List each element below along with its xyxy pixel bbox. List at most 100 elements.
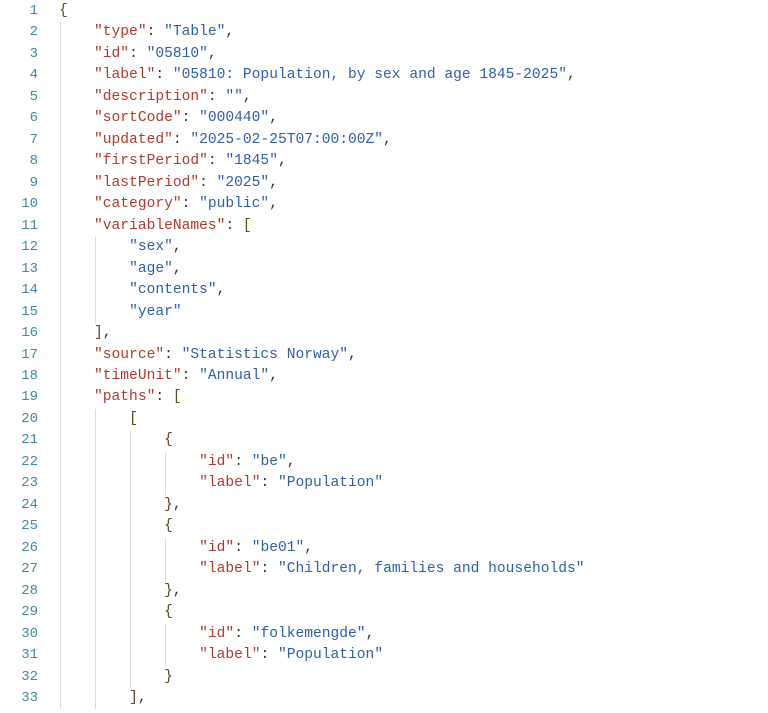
code-line[interactable]: 17"source": "Statistics Norway", [0,344,768,366]
code-line[interactable]: 14"contents", [0,280,768,302]
json-punctuation: : [129,45,147,62]
json-string-value: "be" [251,453,287,470]
indent-guide [60,494,61,517]
json-string-value: "Statistics Norway" [181,346,349,363]
json-punctuation: : [172,131,191,148]
indent-guide [60,43,61,66]
json-punctuation: , [269,196,278,213]
json-string-value: "Population" [277,647,384,664]
code-line[interactable]: 10"category": "public", [0,194,768,216]
code-line[interactable]: 16], [0,323,768,345]
json-punctuation: , [269,174,278,191]
json-key: "firstPeriod" [94,153,208,170]
json-key: "label" [94,67,156,84]
json-punctuation: , [365,625,375,642]
code-line[interactable]: 2"type": "Table", [0,22,768,44]
code-line[interactable]: 8"firstPeriod": "1845", [0,151,768,173]
code-line[interactable]: 22"id": "be", [0,451,768,474]
json-string-value: "contents" [129,282,217,299]
indent-guide [60,237,61,259]
indent-guide [60,645,61,667]
code-line[interactable]: 24}, [0,494,768,517]
json-string-value: "2025-02-25T07:00:00Z" [190,131,384,148]
json-key: "source" [94,346,165,363]
line-number: 32 [21,668,38,685]
code-line[interactable]: 3"id": "05810", [0,43,768,66]
code-line[interactable]: 20 [ [0,408,768,431]
json-string-value: "05810: Population, by sex and age 1845-… [172,67,567,84]
indent-guide [165,537,167,560]
json-key: "id" [199,625,235,642]
indent-guide [130,645,132,667]
code-content: } [164,667,173,688]
indent-guide [60,65,61,87]
indent-guide [60,602,61,624]
line-number: 20 [21,410,38,427]
indent-guide [60,451,61,474]
json-string-value: "Table" [164,24,226,41]
code-content: "id": "be", [199,452,295,473]
code-line[interactable]: 28}, [0,580,768,603]
code-line[interactable]: 29{ [0,602,768,624]
code-line[interactable]: 25{ [0,516,768,538]
indent-guide [60,688,61,710]
json-string-value: "" [225,88,243,105]
code-line[interactable]: 5"description": "", [0,86,768,109]
code-line[interactable]: 15"year" [0,301,768,324]
code-line[interactable]: 31"label": "Population" [0,645,768,667]
indent-guide [95,580,97,603]
code-line[interactable]: 13"age", [0,258,768,281]
code-content: "variableNames": [ [94,216,252,237]
code-line[interactable]: 18"timeUnit": "Annual", [0,365,768,388]
code-line[interactable]: 30"id": "folkemengde", [0,623,768,646]
json-key: "paths" [94,389,156,406]
code-line[interactable]: 1{ [0,1,768,22]
json-punctuation: : [260,647,278,664]
json-punctuation: , [172,496,182,513]
code-content: { [164,430,173,451]
json-bracket: [ [242,217,252,234]
line-number: 23 [21,475,38,492]
indent-guide [130,430,132,452]
json-bracket: [ [129,410,138,427]
code-line[interactable]: 11"variableNames": [ [0,215,768,238]
code-line[interactable]: 19"paths": [ [0,387,768,409]
code-line[interactable]: 6"sortCode": "000440", [0,108,768,130]
code-line[interactable]: 23"label": "Population" [0,473,768,495]
code-line[interactable]: 26"id": "be01", [0,537,768,560]
line-number: 33 [21,690,38,706]
code-line[interactable]: 33], [0,688,768,710]
code-content: "updated": "2025-02-25T07:00:00Z", [94,130,392,151]
indent-guide [60,86,61,109]
code-line[interactable]: 12"sex", [0,237,768,259]
line-number: 10 [21,196,38,213]
json-bracket: [ [172,389,182,406]
code-line[interactable]: 32} [0,666,768,688]
code-content: "sortCode": "000440", [94,108,278,129]
code-line[interactable]: 4"label": "05810: Population, by sex and… [0,65,768,87]
indent-guide [130,559,132,581]
code-line[interactable]: 21{ [0,430,768,452]
json-punctuation: , [304,539,314,556]
code-content: "paths": [ [94,387,182,408]
code-content: [ [129,409,138,430]
json-string-value: "Children, families and households" [277,561,585,578]
code-line[interactable]: 27"label": "Children, families and house… [0,559,768,581]
code-content: "description": "", [94,87,252,108]
code-content: }, [164,581,182,602]
indent-guide [165,645,167,667]
line-number: 2 [29,24,38,41]
json-string-value: "000440" [199,110,270,127]
json-punctuation: , [207,45,217,62]
code-content: "firstPeriod": "1845", [94,151,287,172]
indent-guide [60,280,61,302]
code-content: "age", [129,259,182,280]
json-key: "variableNames" [94,217,226,234]
code-line[interactable]: 9"lastPeriod": "2025", [0,172,768,195]
json-punctuation: : [207,153,226,170]
code-line[interactable]: 7"updated": "2025-02-25T07:00:00Z", [0,129,768,152]
indent-guide [95,516,97,538]
indent-guide [95,473,97,495]
code-content: ], [129,688,147,709]
